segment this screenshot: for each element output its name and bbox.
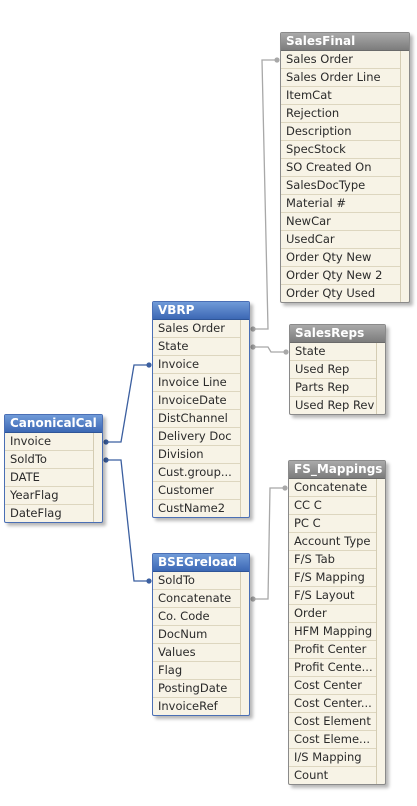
field-flag[interactable]: Flag [153, 662, 240, 680]
field-used-rep-rev[interactable]: Used Rep Rev [295, 398, 375, 412]
field-fs-tab[interactable]: F/S Tab [289, 551, 376, 569]
table-canonicalcal[interactable]: CanonicalCal Invoice SoldTo DATE YearFla… [4, 414, 103, 523]
table-title[interactable]: FS_Mappings [289, 461, 385, 479]
field-used-rep[interactable]: Used Rep [290, 361, 376, 379]
table-title[interactable]: CanonicalCal [5, 415, 102, 433]
field-co-code[interactable]: Co. Code [153, 608, 240, 626]
field-profit-center-2[interactable]: Profit Cente... [289, 659, 376, 677]
field-cc-c[interactable]: CC C [289, 497, 376, 515]
field-cost-element-2[interactable]: Cost Eleme... [289, 731, 376, 749]
field-usedcar[interactable]: UsedCar [281, 231, 400, 249]
field-distchannel[interactable]: DistChannel [153, 410, 240, 428]
field-invoice[interactable]: Invoice [153, 356, 240, 374]
field-order-qty-new-2[interactable]: Order Qty New 2 [281, 267, 400, 285]
field-invoicedate[interactable]: InvoiceDate [153, 392, 240, 410]
link-endpoint [283, 349, 289, 355]
field-description[interactable]: Description [281, 123, 400, 141]
field-concatenate[interactable]: Concatenate [153, 590, 240, 608]
field-count[interactable]: Count [294, 768, 329, 782]
link-endpoint [250, 596, 256, 602]
link-line [253, 346, 286, 353]
field-concatenate[interactable]: Concatenate [289, 479, 376, 497]
field-material[interactable]: Material # [281, 195, 400, 213]
link-endpoint [103, 457, 109, 463]
table-bsegreload[interactable]: BSEGreload SoldTo Concatenate Co. Code D… [152, 553, 250, 716]
field-postingdate[interactable]: PostingDate [153, 680, 240, 698]
table-vbrp[interactable]: VBRP Sales Order State Invoice Invoice L… [152, 301, 250, 518]
link-endpoint [250, 344, 256, 350]
field-sales-order[interactable]: Sales Order [153, 320, 240, 338]
link-line [253, 487, 285, 600]
field-profit-center[interactable]: Profit Center [289, 641, 376, 659]
field-yearflag[interactable]: YearFlag [5, 487, 93, 505]
field-fs-layout[interactable]: F/S Layout [289, 587, 376, 605]
field-invoice[interactable]: Invoice [5, 433, 93, 451]
field-order-qty-new[interactable]: Order Qty New [281, 249, 400, 267]
field-hfm-mapping[interactable]: HFM Mapping [289, 623, 376, 641]
field-state[interactable]: State [153, 338, 240, 356]
link-endpoint [282, 485, 288, 491]
link-endpoint [274, 57, 280, 63]
field-pc-c[interactable]: PC C [289, 515, 376, 533]
field-order[interactable]: Order [289, 605, 376, 623]
table-salesreps[interactable]: SalesReps State Used Rep Parts Rep Used … [289, 324, 386, 415]
table-fs-mappings[interactable]: FS_Mappings Concatenate CC C PC C Accoun… [288, 460, 386, 785]
link-line [106, 364, 149, 443]
field-account-type[interactable]: Account Type [289, 533, 376, 551]
field-order-qty-used[interactable]: Order Qty Used [286, 286, 376, 300]
field-values[interactable]: Values [153, 644, 240, 662]
link-line [253, 59, 277, 330]
field-soldto[interactable]: SoldTo [153, 572, 240, 590]
table-title[interactable]: SalesReps [290, 325, 385, 343]
field-parts-rep[interactable]: Parts Rep [290, 379, 376, 397]
field-invoiceref[interactable]: InvoiceRef [158, 699, 218, 713]
field-newcar[interactable]: NewCar [281, 213, 400, 231]
field-state[interactable]: State [290, 343, 376, 361]
field-soldto[interactable]: SoldTo [5, 451, 93, 469]
field-cost-center-2[interactable]: Cost Center... [289, 695, 376, 713]
field-invoice-line[interactable]: Invoice Line [153, 374, 240, 392]
field-cost-center[interactable]: Cost Center [289, 677, 376, 695]
field-fs-mapping[interactable]: F/S Mapping [289, 569, 376, 587]
table-salesfinal[interactable]: SalesFinal Sales Order Sales Order Line … [280, 32, 410, 303]
field-cust-group[interactable]: Cust.group... [153, 464, 240, 482]
link-endpoint [146, 362, 152, 368]
field-cost-element[interactable]: Cost Element [289, 713, 376, 731]
field-so-created-on[interactable]: SO Created On [281, 159, 400, 177]
field-rejection[interactable]: Rejection [281, 105, 400, 123]
field-sales-order-line[interactable]: Sales Order Line [281, 69, 400, 87]
link-endpoint [103, 439, 109, 445]
field-salesdoctype[interactable]: SalesDocType [281, 177, 400, 195]
field-customer[interactable]: Customer [153, 482, 240, 500]
table-title[interactable]: BSEGreload [153, 554, 249, 572]
field-division[interactable]: Division [153, 446, 240, 464]
field-docnum[interactable]: DocNum [153, 626, 240, 644]
field-dateflag[interactable]: DateFlag [10, 506, 62, 520]
link-endpoint [250, 326, 256, 332]
field-custname2[interactable]: CustName2 [158, 501, 226, 515]
field-sales-order[interactable]: Sales Order [281, 51, 400, 69]
field-date[interactable]: DATE [5, 469, 93, 487]
field-delivery-doc[interactable]: Delivery Doc [153, 428, 240, 446]
link-endpoint [146, 578, 152, 584]
table-title[interactable]: VBRP [153, 302, 249, 320]
field-specstock[interactable]: SpecStock [281, 141, 400, 159]
table-title[interactable]: SalesFinal [281, 33, 409, 51]
field-is-mapping[interactable]: I/S Mapping [289, 749, 376, 767]
link-line [106, 459, 149, 582]
field-itemcat[interactable]: ItemCat [281, 87, 400, 105]
